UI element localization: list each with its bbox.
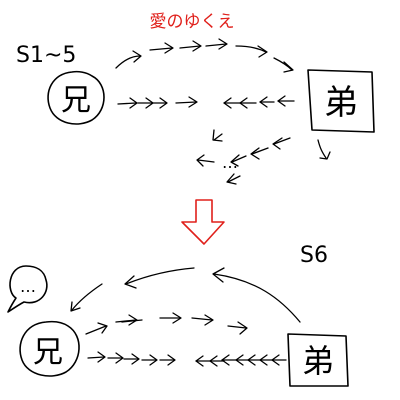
arrow-row-elder-to-younger-bottom [85, 312, 248, 335]
arrow-row-elder-to-younger-top [115, 38, 294, 73]
elder-brother-node-bottom: 兄 [19, 320, 80, 377]
younger-brother-label-top: 弟 [324, 83, 358, 123]
arrow-row-elder-to-middle-top [117, 96, 198, 109]
arc-arrows-younger-to-elder-bottom [70, 267, 301, 323]
elder-brother-label-bottom: 兄 [33, 335, 63, 370]
speech-bubble-text: … [20, 277, 36, 296]
arrow-row-younger-to-middle-top [223, 95, 295, 109]
elder-brother-node-top: 兄 [47, 70, 105, 125]
arrow-row-elder-to-middle-bottom [87, 351, 176, 366]
younger-brother-node-bottom: 弟 [287, 333, 349, 387]
younger-brother-node-top: 弟 [307, 69, 375, 133]
speech-bubble: … [7, 265, 48, 313]
arrow-chain-younger-diagonal-top: … [196, 129, 291, 185]
ellipsis-top: … [222, 153, 238, 172]
season-label-s1-5: S1~5 [16, 43, 76, 68]
arrow-row-younger-to-middle-bottom [195, 354, 287, 367]
transition-arrow [181, 199, 225, 245]
arrow-younger-outward-top [317, 139, 331, 160]
season-label-s6: S6 [300, 243, 328, 268]
elder-brother-label-top: 兄 [61, 83, 91, 118]
younger-brother-label-bottom: 弟 [302, 342, 334, 380]
diagram-title: 愛のゆくえ [150, 12, 235, 32]
